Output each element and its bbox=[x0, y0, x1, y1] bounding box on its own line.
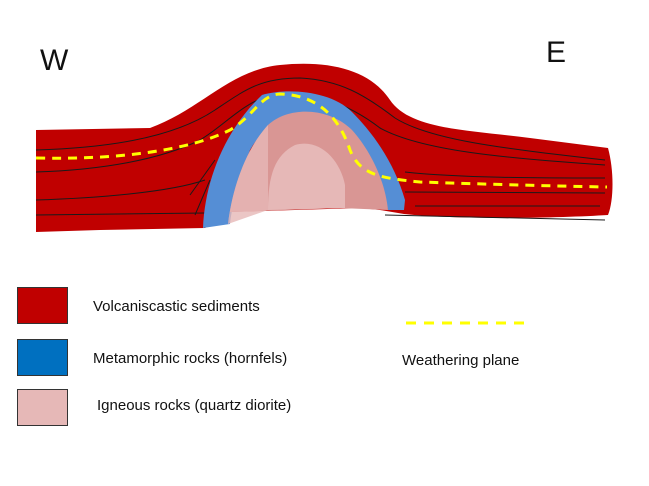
weathering-plane bbox=[35, 92, 608, 189]
legend-volcaniclastic-label: Volcaniscastic sediments bbox=[93, 298, 260, 315]
legend-igneous-label: Igneous rocks (quartz diorite) bbox=[97, 397, 292, 414]
legend-volcaniclastic-swatch bbox=[17, 287, 68, 324]
legend-metamorphic-swatch bbox=[17, 339, 68, 376]
west-label: W bbox=[40, 44, 69, 77]
igneous-core bbox=[268, 143, 345, 210]
igneous-facet bbox=[228, 125, 268, 224]
metamorphic-aureole bbox=[203, 91, 405, 228]
east-label: E bbox=[546, 36, 567, 69]
legend-metamorphic-label: Metamorphic rocks (hornfels) bbox=[93, 350, 288, 367]
legend-igneous-swatch bbox=[17, 389, 68, 426]
legend-weathering-label: Weathering plane bbox=[402, 352, 520, 369]
